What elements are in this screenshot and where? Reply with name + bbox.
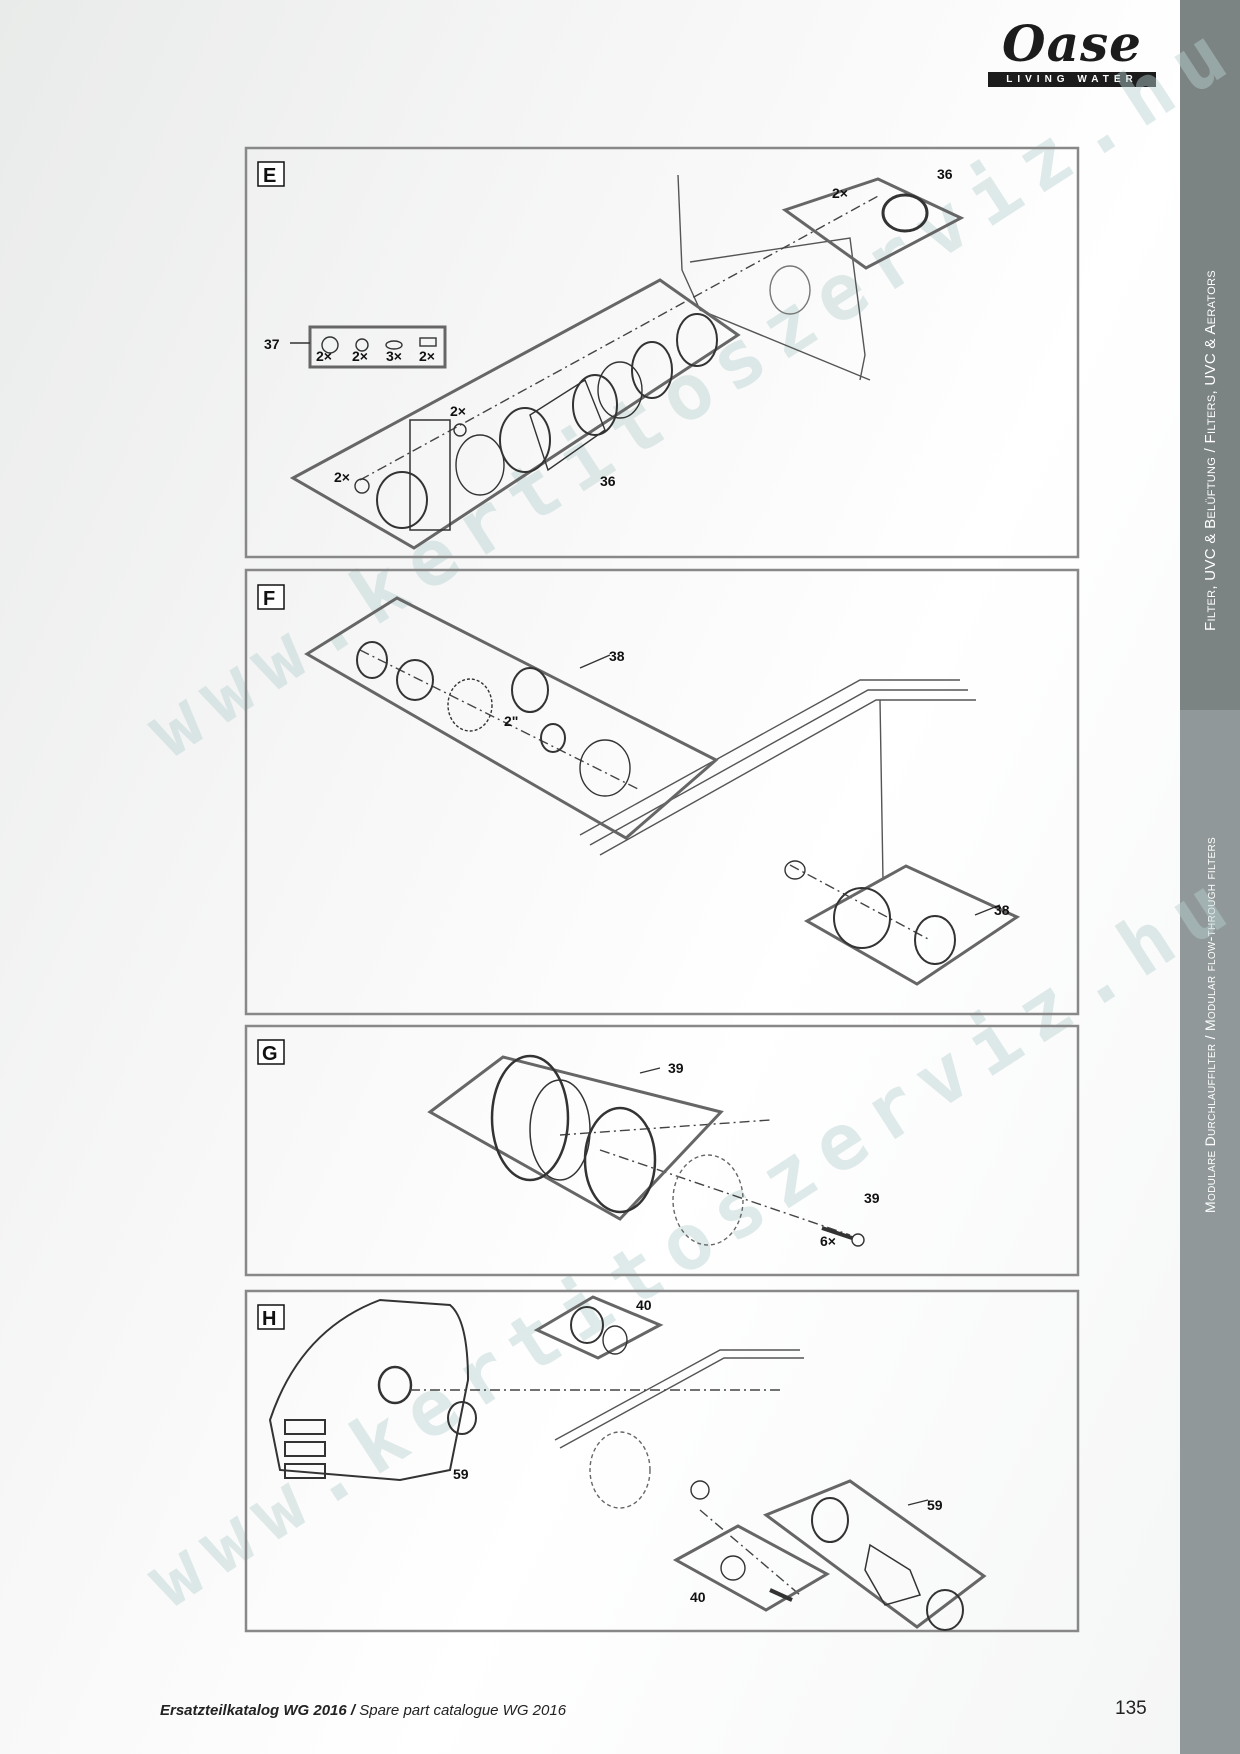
svg-text:36: 36 xyxy=(937,166,953,182)
sidebar-section-active[interactable] xyxy=(1180,0,1240,710)
logo-tagline: LIVING WATER xyxy=(988,72,1156,87)
svg-text:39: 39 xyxy=(668,1060,684,1076)
svg-text:2×: 2× xyxy=(334,469,350,485)
svg-text:40: 40 xyxy=(636,1297,652,1313)
logo-brand: Oase xyxy=(1002,14,1142,73)
svg-text:www.kertitoszerviz.hu: www.kertitoszerviz.hu xyxy=(131,3,1240,776)
panel-letter: G xyxy=(262,1043,278,1065)
page-number: 135 xyxy=(1115,1698,1147,1719)
callout-frame xyxy=(672,1524,831,1612)
panel-letter: H xyxy=(262,1308,276,1330)
svg-text:2×: 2× xyxy=(316,348,332,364)
svg-text:www.kertitoszerviz.hu: www.kertitoszerviz.hu xyxy=(131,853,1240,1626)
panel-h: H 40 59 59 40 xyxy=(244,1289,1080,1633)
panel-e: E 36 2× 37 2× 2× 3× 2× 2× 2× 36 xyxy=(244,146,1080,559)
callout-frame xyxy=(762,1479,987,1629)
svg-text:38: 38 xyxy=(994,902,1010,918)
panel-f: F 38 2" 38 xyxy=(244,568,1080,1016)
callout-frame xyxy=(427,1055,724,1221)
svg-text:2×: 2× xyxy=(450,403,466,419)
panel-letter: E xyxy=(263,165,276,187)
footer-title-de: Ersatzteilkatalog WG 2016 / xyxy=(160,1702,356,1719)
svg-text:59: 59 xyxy=(453,1466,469,1482)
svg-text:3×: 3× xyxy=(386,348,402,364)
callout-frame xyxy=(304,596,719,840)
watermark: www.kertitoszerviz.hu www.kertitoszerviz… xyxy=(131,3,1240,1626)
callout-frame xyxy=(781,177,965,270)
svg-text:2×: 2× xyxy=(419,348,435,364)
callout-frame xyxy=(289,278,741,550)
svg-text:39: 39 xyxy=(864,1190,880,1206)
svg-text:2×: 2× xyxy=(832,185,848,201)
svg-text:2": 2" xyxy=(504,713,518,729)
svg-text:59: 59 xyxy=(927,1497,943,1513)
svg-text:37: 37 xyxy=(264,336,280,352)
svg-text:36: 36 xyxy=(600,473,616,489)
callout-frame xyxy=(803,864,1021,986)
svg-text:6×: 6× xyxy=(820,1233,836,1249)
footer-title: Ersatzteilkatalog WG 2016 / Spare part c… xyxy=(160,1702,566,1719)
svg-text:38: 38 xyxy=(609,648,625,664)
oase-logo: Oase LIVING WATER xyxy=(984,18,1160,87)
callout-frame xyxy=(308,325,447,369)
panel-letter: F xyxy=(263,588,275,610)
callout-frame xyxy=(533,1295,664,1360)
footer-title-en: Spare part catalogue WG 2016 xyxy=(355,1702,567,1719)
svg-text:2×: 2× xyxy=(352,348,368,364)
svg-text:40: 40 xyxy=(690,1589,706,1605)
panel-g: G 39 39 6× xyxy=(244,1024,1080,1277)
section-sidebar: Filter, UVC & Belüftung / Filters, UVC &… xyxy=(1180,0,1240,1754)
